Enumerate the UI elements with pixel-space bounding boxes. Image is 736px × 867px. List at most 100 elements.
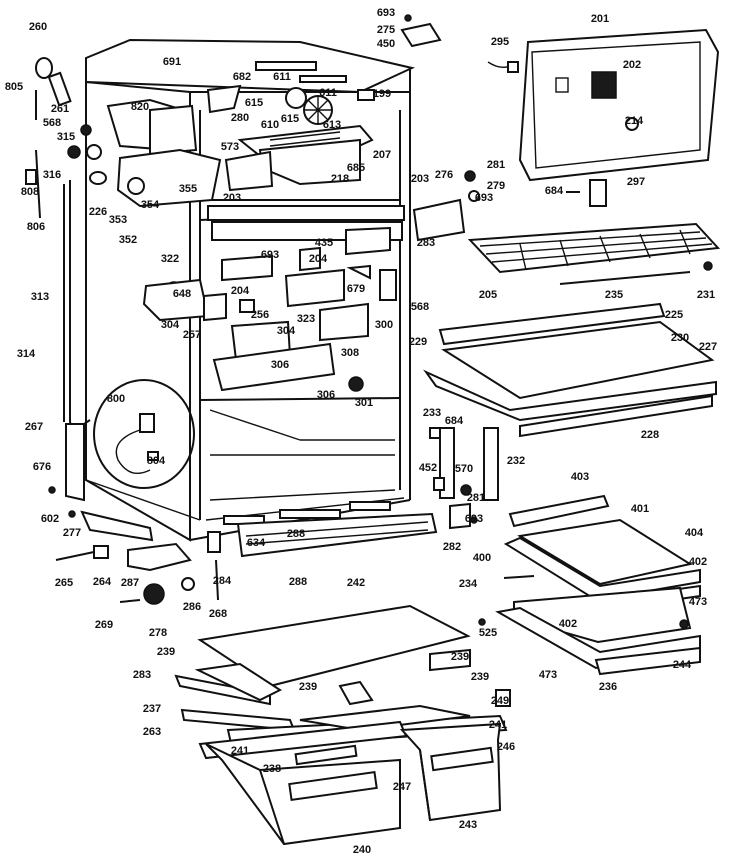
part-number-label: 304 [161,319,180,331]
part-number-label: 256 [251,309,269,321]
part-number-label: 287 [121,577,139,589]
part-number-label: 525 [479,627,497,639]
part-number-label: 805 [5,81,23,93]
shelf-supports [429,427,499,530]
part-number-label: 648 [173,288,191,300]
part-number-label: 304 [277,325,296,337]
freezer-shelf [467,222,721,285]
part-number-label: 568 [43,117,61,129]
callout-labels: 2608052615683153168088062263533523543558… [5,7,717,856]
part-number-label: 283 [417,237,435,249]
part-number-label: 570 [455,463,473,475]
part-number-label: 402 [559,618,577,630]
part-number-label: 214 [625,115,644,127]
part-number-label: 804 [147,455,166,467]
part-number-label: 297 [627,176,645,188]
part-number-label: 241 [231,745,249,757]
part-number-label: 233 [423,407,441,419]
part-number-label: 693 [261,249,279,261]
part-number-label: 685 [347,162,365,174]
part-number-label: 306 [271,359,289,371]
fresh-food-shelf [423,302,717,438]
part-number-label: 808 [21,186,39,198]
part-number-label: 239 [157,646,175,658]
lower-left-hardware [48,423,438,605]
part-number-label: 283 [133,669,151,681]
part-number-label: 218 [331,173,349,185]
part-number-label: 204 [309,253,328,265]
part-number-label: 261 [51,103,69,115]
part-number-label: 260 [29,21,47,33]
part-number-label: 676 [33,461,51,473]
part-number-label: 230 [671,332,689,344]
part-number-label: 242 [347,577,365,589]
part-number-label: 450 [377,38,395,50]
freezer-door [400,14,720,182]
part-number-label: 615 [245,97,263,109]
part-number-label: 232 [507,455,525,467]
part-number-label: 280 [231,112,249,124]
part-number-label: 611 [273,71,291,83]
part-number-label: 693 [377,7,395,19]
part-number-label: 281 [467,492,485,504]
part-number-label: 820 [131,101,149,113]
part-number-label: 288 [287,528,305,540]
part-number-label: 452 [419,462,437,474]
part-number-label: 300 [375,319,393,331]
part-number-label: 693 [465,513,483,525]
part-number-label: 203 [411,173,429,185]
part-number-label: 281 [487,159,505,171]
part-number-label: 404 [685,527,704,539]
part-number-label: 204 [231,285,250,297]
part-number-label: 229 [409,336,427,348]
bottom-shelf-and-crispers [174,604,511,846]
part-number-label: 241 [489,719,507,731]
part-number-label: 201 [591,13,609,25]
part-number-label: 205 [479,289,497,301]
part-number-label: 231 [697,289,715,301]
part-number-label: 693 [475,192,493,204]
part-number-label: 573 [221,141,239,153]
part-number-label: 684 [545,185,564,197]
part-number-label: 279 [487,180,505,192]
part-number-label: 473 [689,596,707,608]
part-number-label: 207 [373,149,391,161]
part-number-label: 243 [459,819,477,831]
part-number-label: 682 [233,71,251,83]
part-number-label: 402 [689,556,707,568]
part-number-label: 267 [25,421,43,433]
part-number-label: 691 [163,56,181,68]
part-number-label: 265 [55,577,73,589]
part-number-label: 610 [261,119,279,131]
part-number-label: 288 [289,576,307,588]
part-number-label: 276 [435,169,453,181]
part-number-label: 615 [281,113,299,125]
part-number-label: 354 [141,199,160,211]
part-number-label: 240 [353,844,371,856]
part-number-label: 314 [17,348,36,360]
part-number-label: 306 [317,389,335,401]
part-number-label: 237 [143,703,161,715]
part-number-label: 225 [665,309,683,321]
part-number-label: 247 [393,781,411,793]
part-number-label: 238 [263,763,281,775]
part-number-label: 400 [473,552,491,564]
part-number-label: 323 [297,313,315,325]
part-number-label: 239 [299,681,317,693]
part-number-label: 308 [341,347,359,359]
part-number-label: 611 [319,87,337,99]
part-number-label: 199 [373,88,391,100]
part-number-label: 226 [89,206,107,218]
drawer-slide-assembly [478,586,701,676]
part-number-label: 353 [109,214,127,226]
part-number-label: 268 [209,608,227,620]
part-number-label: 355 [179,183,197,195]
part-number-label: 277 [63,527,81,539]
part-number-label: 313 [31,291,49,303]
part-number-label: 202 [623,59,641,71]
part-number-label: 239 [471,671,489,683]
part-number-label: 257 [183,329,201,341]
part-number-label: 301 [355,397,373,409]
part-number-label: 227 [699,341,717,353]
part-number-label: 403 [571,471,589,483]
